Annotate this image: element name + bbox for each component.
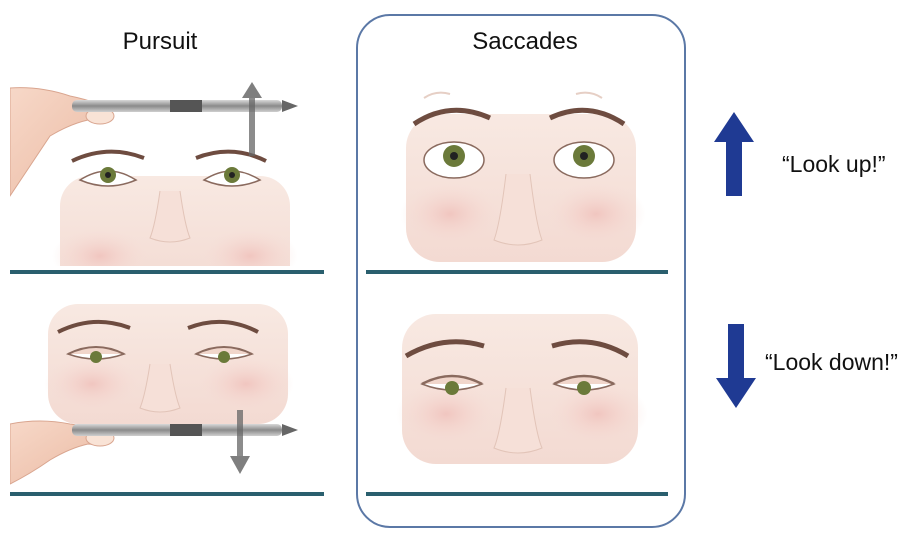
saccades-down-illustration — [366, 284, 670, 488]
pursuit-down-illustration — [10, 284, 324, 490]
pursuit-title: Pursuit — [80, 28, 240, 56]
pen-icon — [72, 100, 298, 112]
look-down-instruction: “Look down!” — [765, 349, 898, 376]
pursuit-divider-top — [10, 270, 324, 274]
pursuit-up-illustration — [10, 66, 324, 266]
look-up-instruction: “Look up!” — [782, 151, 886, 178]
pen-icon — [72, 424, 298, 436]
saccades-up-illustration — [366, 64, 670, 266]
saccades-panel-up — [366, 64, 670, 266]
arrow-up-icon — [714, 112, 754, 196]
pursuit-divider-bottom — [10, 492, 324, 496]
saccades-title: Saccades — [440, 28, 610, 56]
saccades-divider-top — [366, 270, 668, 274]
pursuit-panel-down — [10, 284, 324, 490]
arrow-down-icon — [716, 324, 756, 408]
saccades-panel-down — [366, 284, 670, 488]
pursuit-up-arrow-icon — [242, 82, 262, 156]
pursuit-panel-up — [10, 66, 324, 266]
saccades-divider-bottom — [366, 492, 668, 496]
